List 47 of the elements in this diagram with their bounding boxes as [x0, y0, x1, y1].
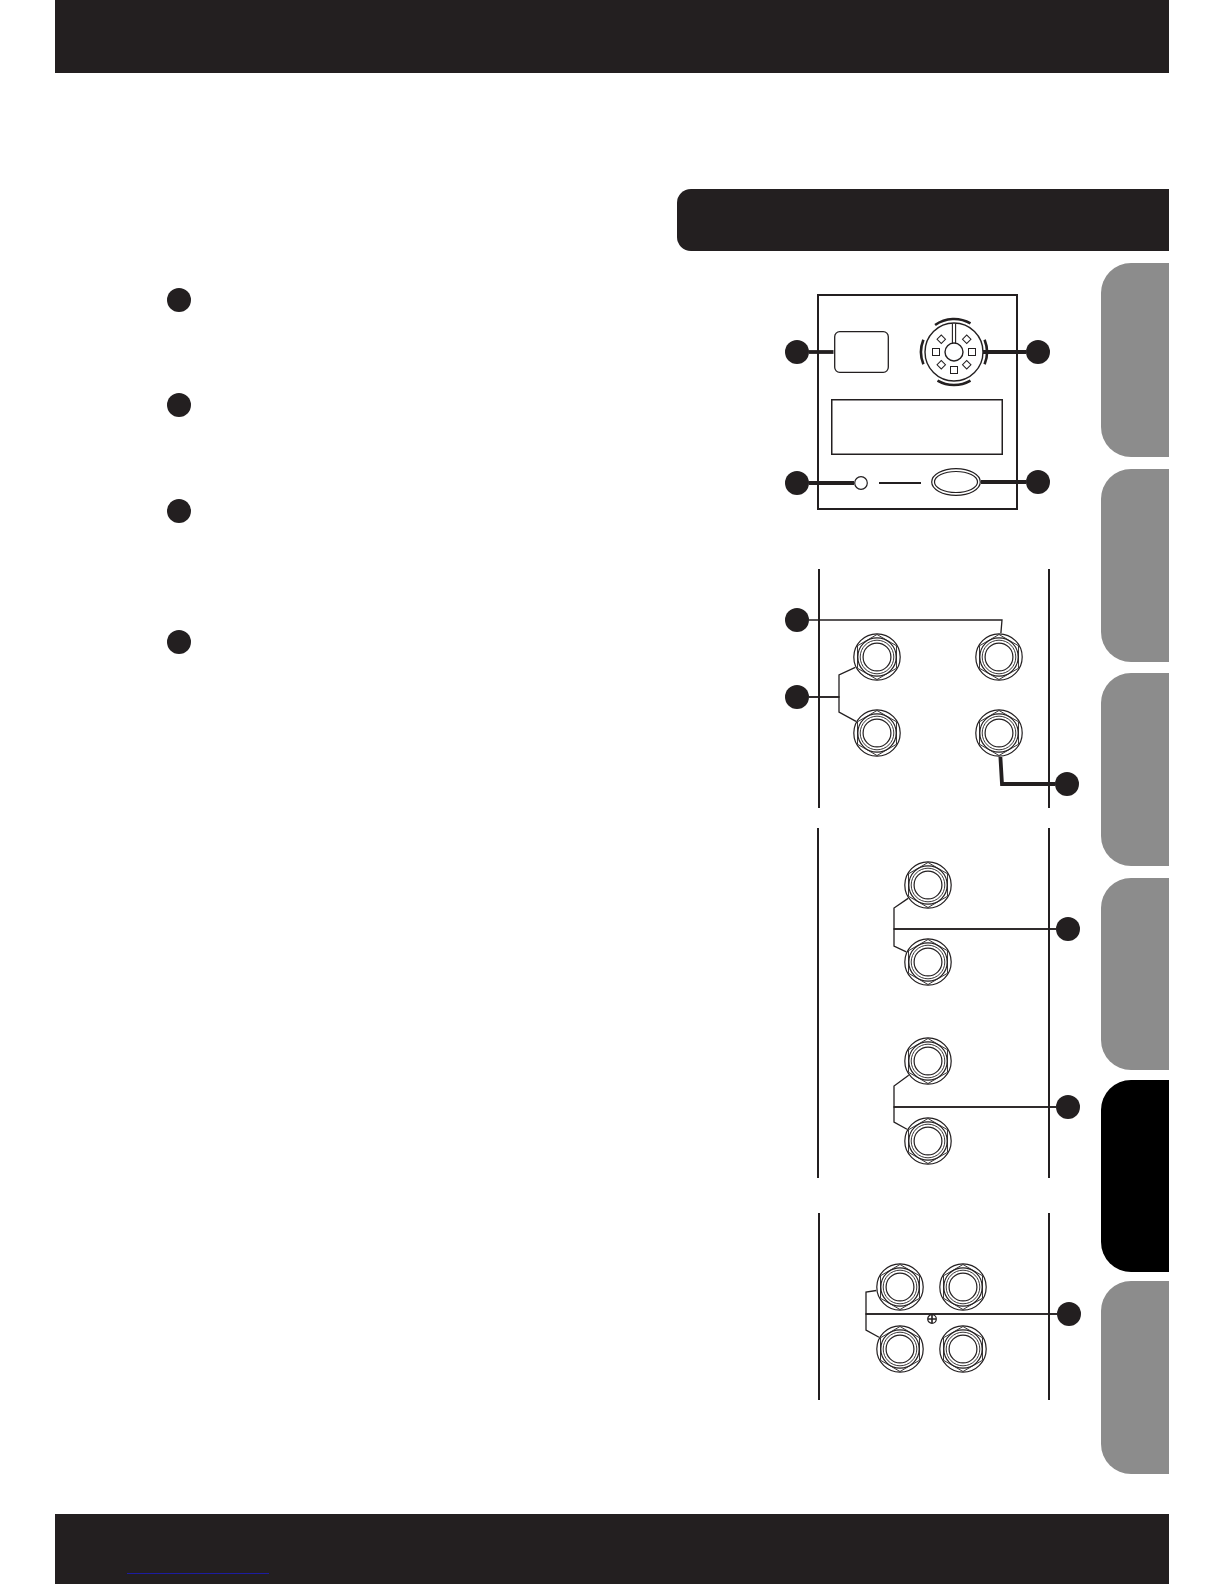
- side-tab: [1101, 1281, 1169, 1474]
- leader-line: [808, 619, 1003, 634]
- jack-socket: [939, 1263, 987, 1311]
- jack-socket: [939, 1325, 987, 1373]
- callout-dot: [1026, 470, 1050, 494]
- leader-line: [893, 1106, 1057, 1130]
- callout-dot: [785, 340, 809, 364]
- jack-socket: [853, 709, 901, 757]
- display-window: [831, 399, 1003, 455]
- side-tab: [1101, 673, 1169, 866]
- side-tab: [1101, 1080, 1169, 1272]
- leader-line: [893, 928, 1057, 953]
- leader-line: [983, 350, 1026, 354]
- callout-dot: [785, 471, 809, 495]
- leader-line: [998, 756, 1055, 786]
- side-tab: [1101, 263, 1169, 457]
- bullet-dot: [167, 630, 191, 654]
- callout-dot: [1026, 340, 1050, 364]
- jack-socket: [904, 938, 952, 986]
- callout-dot: [785, 685, 809, 709]
- jack-socket: [975, 709, 1023, 757]
- leader-line: [981, 480, 1026, 484]
- jack-socket: [876, 1325, 924, 1373]
- round-connector: [919, 317, 989, 387]
- bullet-dot: [167, 393, 191, 417]
- leader-line: [865, 1313, 1058, 1338]
- bullet-dot: [167, 499, 191, 523]
- jack-socket: [904, 1037, 952, 1085]
- jack-socket: [904, 1117, 952, 1165]
- callout-dot: [1056, 1095, 1080, 1119]
- callout-dot: [785, 608, 809, 632]
- jack-socket: [876, 1263, 924, 1311]
- jack-socket: [853, 633, 901, 681]
- oval-button: [931, 468, 981, 496]
- callout-dot: [1056, 917, 1080, 941]
- indicator-led: [854, 476, 868, 490]
- callout-dot: [1057, 1302, 1081, 1326]
- jack-socket: [975, 633, 1023, 681]
- side-tab: [1101, 878, 1169, 1070]
- jack-socket: [904, 861, 952, 909]
- bullet-dot: [167, 288, 191, 312]
- rounded-plate: [833, 331, 889, 373]
- leader-line: [809, 350, 834, 354]
- leader-line: [808, 696, 857, 723]
- side-tab: [1101, 469, 1169, 662]
- leader-line: [809, 481, 854, 485]
- callout-dot: [1055, 772, 1079, 796]
